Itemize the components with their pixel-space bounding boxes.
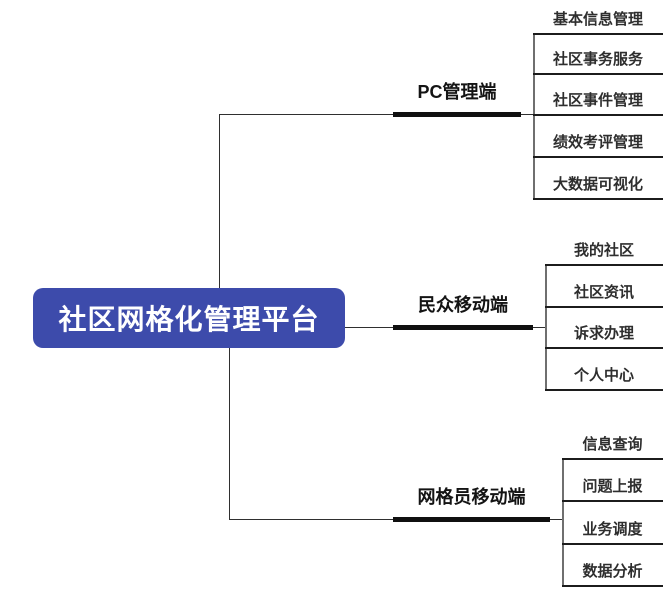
connector-root-to-grid-worker-horizontal [229, 519, 393, 520]
leaf-underline [545, 306, 663, 308]
connector-root-to-pc-horizontal [219, 114, 393, 115]
leaf-underline [545, 264, 663, 266]
leaf-node-community-affairs[interactable]: 社区事务服务 [552, 51, 643, 68]
leaf-node-info-query[interactable]: 信息查询 [582, 436, 643, 453]
leaf-node-community-events[interactable]: 社区事件管理 [552, 92, 643, 109]
leaf-node-basic-info[interactable]: 基本信息管理 [552, 11, 643, 28]
leaf-underline [545, 389, 663, 391]
connector-root-to-public-mobile [345, 327, 393, 328]
branch-tail-grid-worker-mobile [550, 519, 563, 520]
leaf-underline [533, 73, 663, 75]
leaf-node-appeal-handling[interactable]: 诉求办理 [573, 325, 634, 342]
leaf-underline [562, 500, 663, 502]
leaf-underline [533, 33, 663, 35]
branch-node-grid-worker-mobile[interactable]: 网格员移动端 [417, 487, 526, 507]
branch-node-public-mobile[interactable]: 民众移动端 [418, 295, 508, 315]
branch-tail-pc [521, 114, 534, 115]
leaf-node-performance-review[interactable]: 绩效考评管理 [552, 134, 643, 151]
leaf-node-data-analysis[interactable]: 数据分析 [582, 563, 643, 580]
children-rail-public-mobile [545, 264, 547, 391]
children-rail-grid-worker-mobile [562, 458, 564, 587]
connector-root-to-pc-vertical [219, 114, 220, 288]
leaf-underline [533, 156, 663, 158]
leaf-underline [562, 458, 663, 460]
branch-tail-public-mobile [533, 327, 546, 328]
leaf-underline [545, 347, 663, 349]
leaf-node-personal-center[interactable]: 个人中心 [573, 367, 634, 384]
leaf-underline [533, 114, 663, 116]
children-rail-pc [533, 33, 535, 200]
root-node[interactable]: 社区网格化管理平台 [33, 288, 345, 348]
leaf-node-problem-report[interactable]: 问题上报 [582, 478, 643, 495]
branch-underline-public-mobile [393, 325, 533, 330]
leaf-node-my-community[interactable]: 我的社区 [573, 242, 634, 259]
branch-underline-grid-worker-mobile [393, 517, 550, 522]
leaf-underline [562, 585, 663, 587]
leaf-node-bigdata-visualization[interactable]: 大数据可视化 [552, 176, 643, 193]
leaf-underline [562, 543, 663, 545]
branch-underline-pc [393, 112, 521, 117]
leaf-node-business-dispatch[interactable]: 业务调度 [582, 521, 643, 538]
connector-root-to-grid-worker-vertical [229, 348, 230, 520]
branch-node-pc[interactable]: PC管理端 [417, 82, 497, 102]
leaf-node-community-news[interactable]: 社区资讯 [573, 284, 634, 301]
leaf-underline [533, 198, 663, 200]
